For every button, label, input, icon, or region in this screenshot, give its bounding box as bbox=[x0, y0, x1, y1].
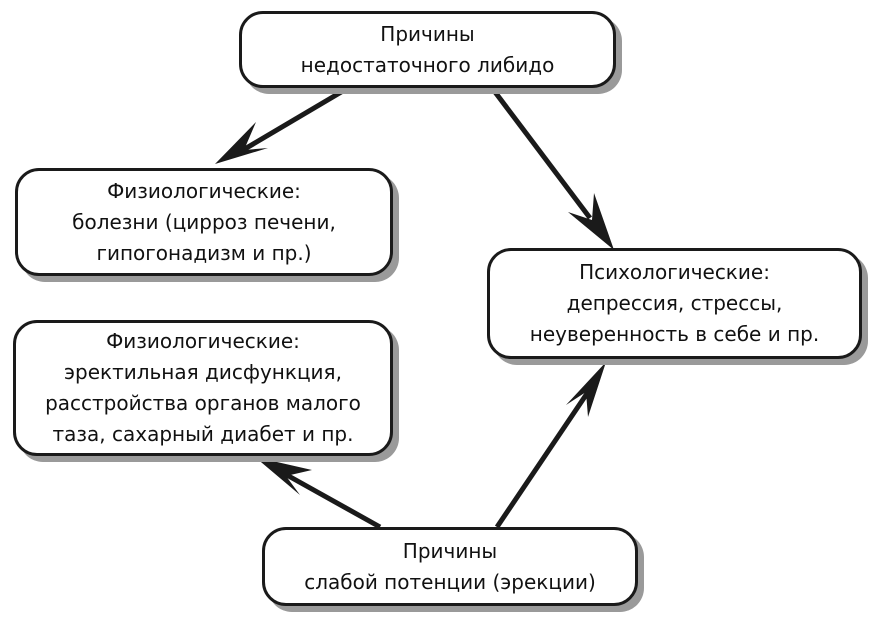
node-text: недостаточного либидо bbox=[300, 52, 555, 77]
edge-low-libido-to-physio-libido bbox=[215, 85, 350, 164]
node-physiological-libido: Физиологические: болезни (цирроз печени,… bbox=[15, 168, 393, 276]
node-text: эректильная дисфункция, bbox=[64, 360, 342, 384]
arrowhead bbox=[566, 362, 606, 417]
node-text: болезни (цирроз печени, bbox=[72, 209, 336, 234]
node-physiological-erection: Физиологические: эректильная дисфункция,… bbox=[13, 320, 393, 456]
node-psychological: Психологические: депрессия, стрессы, неу… bbox=[487, 248, 862, 359]
node-low-libido-causes: Причины недостаточного либидо bbox=[239, 11, 616, 88]
node-text: таза, сахарный диабет и пр. bbox=[52, 422, 354, 446]
node-text: неуверенность в себе и пр. bbox=[529, 322, 820, 346]
arrowhead bbox=[255, 457, 312, 495]
node-text: гипогонадизм и пр.) bbox=[96, 240, 312, 265]
node-weak-potency-causes: Причины слабой потенции (эрекции) bbox=[262, 527, 638, 606]
node-title: Физиологические: bbox=[106, 329, 300, 353]
arrow-line bbox=[494, 390, 591, 529]
node-text: слабой потенции (эрекции) bbox=[304, 569, 596, 594]
node-text: депрессия, стрессы, bbox=[566, 291, 783, 315]
node-title: Психологические: bbox=[579, 260, 770, 284]
arrow-line bbox=[241, 85, 350, 153]
arrow-line bbox=[490, 86, 592, 220]
node-title: Причины bbox=[380, 21, 475, 46]
arrowhead bbox=[568, 193, 614, 250]
edge-weak-potency-to-physio-erection bbox=[255, 457, 382, 530]
arrow-line bbox=[283, 471, 382, 530]
edge-low-libido-to-psycho bbox=[490, 86, 614, 250]
node-text: расстройства органов малого bbox=[45, 391, 361, 415]
edge-weak-potency-to-psycho bbox=[494, 362, 606, 529]
arrowhead bbox=[215, 122, 268, 164]
node-title: Физиологические: bbox=[107, 178, 301, 203]
node-title: Причины bbox=[402, 538, 498, 563]
